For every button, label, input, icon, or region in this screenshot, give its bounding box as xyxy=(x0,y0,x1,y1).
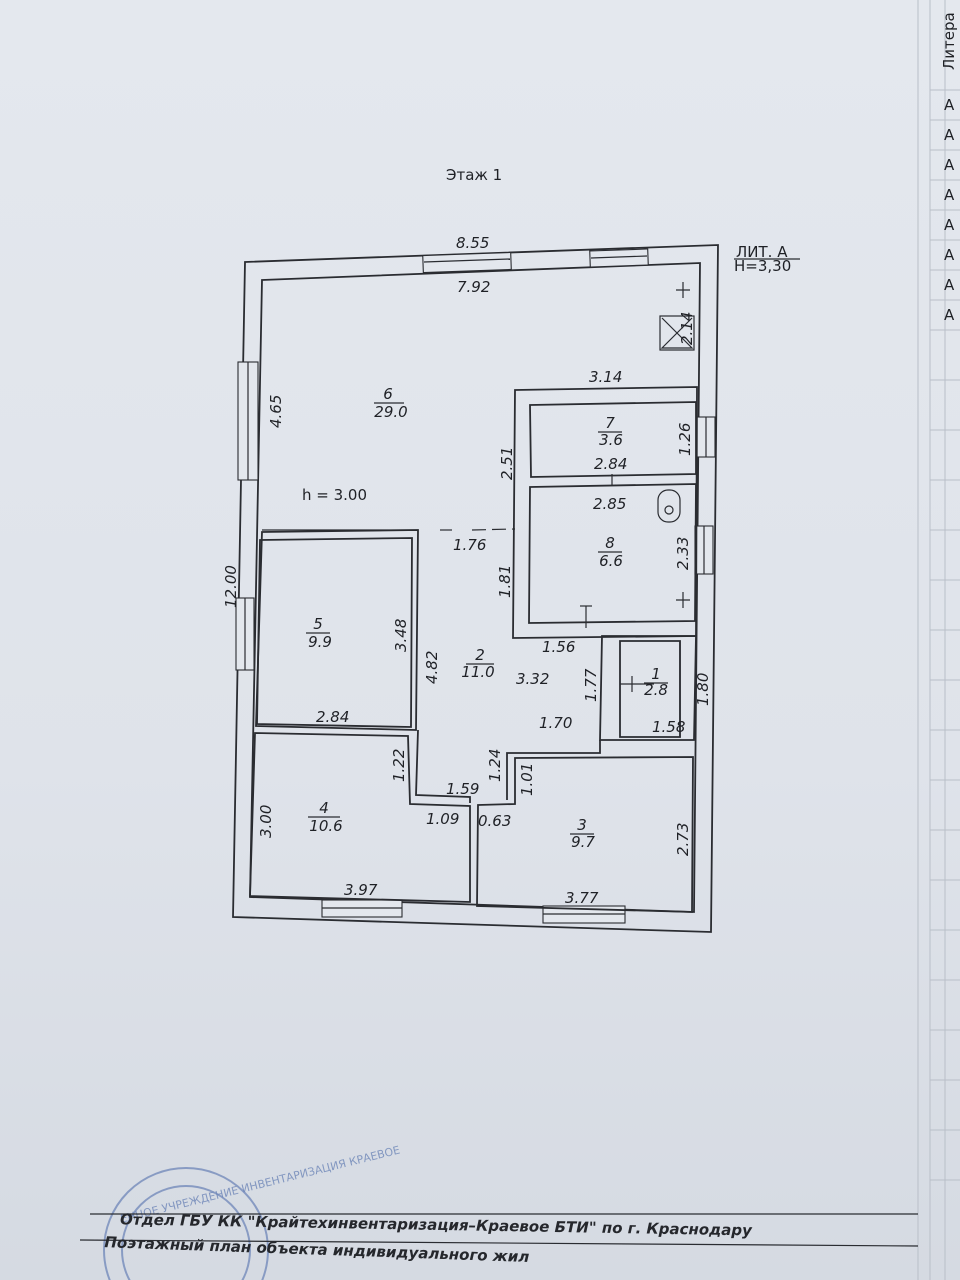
room-area: 9.7 xyxy=(571,833,595,851)
dim-niche-b: 0.63 xyxy=(478,812,511,830)
room-area: 2.8 xyxy=(644,681,668,699)
margin-letter: А xyxy=(944,216,955,234)
dim-room3-side: 2.73 xyxy=(674,823,692,856)
margin-letter: А xyxy=(944,186,955,204)
margin-letter: А xyxy=(944,246,955,264)
dim-room1-right: 1.80 xyxy=(694,673,712,706)
dim-room8-left: 1.81 xyxy=(496,565,514,598)
dim-room1-side: 1.77 xyxy=(582,668,600,702)
footer-block: Отдел ГБУ КК "Крайтехинвентаризация–Крае… xyxy=(79,1210,919,1266)
dim-corridor-top: 1.76 xyxy=(453,536,486,554)
room-area: 3.6 xyxy=(599,431,623,449)
dim-room8-side: 2.33 xyxy=(674,537,692,570)
dim-room1-bottom: 1.58 xyxy=(652,718,685,736)
room-number: 5 xyxy=(313,615,323,633)
dim-corridor-side: 4.82 xyxy=(423,651,441,684)
outer-walls xyxy=(232,244,719,933)
stair-symbol xyxy=(659,315,695,351)
room-area: 6.6 xyxy=(599,552,623,570)
dim-room6-top: 7.92 xyxy=(457,278,490,296)
dim-stair: 2.14 xyxy=(678,312,696,345)
interior-walls xyxy=(249,386,698,913)
dim-corridor-bottom: 1.59 xyxy=(446,780,479,798)
footer-office: Отдел ГБУ КК "Крайтехинвентаризация–Крае… xyxy=(120,1210,753,1239)
margin-letter: А xyxy=(944,126,955,144)
dim-room7-bottom: 2.84 xyxy=(594,455,627,473)
dim-corridor-step: 1.24 xyxy=(486,749,504,782)
dim-room3-bottom: 3.77 xyxy=(565,889,599,907)
room-number: 4 xyxy=(319,799,329,817)
window-top-right xyxy=(589,248,649,268)
dim-room6-left: 4.65 xyxy=(267,395,285,428)
toilet-icon xyxy=(657,489,681,523)
dim-outer-height: 12.00 xyxy=(222,565,240,608)
fixtures xyxy=(580,282,690,692)
dim-room5-side: 3.48 xyxy=(392,619,410,652)
room-number: 2 xyxy=(475,646,485,664)
dim-room8-top: 2.85 xyxy=(593,495,626,513)
room-number: 3 xyxy=(577,816,587,834)
margin-letter: А xyxy=(944,276,955,294)
margin-letter: А xyxy=(944,306,955,324)
margin-letter: А xyxy=(944,156,955,174)
room-number: 8 xyxy=(605,534,615,552)
liter-height: H=3,30 xyxy=(734,257,791,275)
dim-room7-top: 3.14 xyxy=(589,368,622,386)
dimension-labels: 8.55 7.92 12.00 4.65 2.14 3.14 2.84 1.26… xyxy=(222,234,712,907)
dim-corridor-low: 1.70 xyxy=(539,714,572,732)
room-number: 6 xyxy=(383,385,393,403)
dim-room4-bottom: 3.97 xyxy=(344,881,378,899)
liter-name: ЛИТ. А xyxy=(736,243,788,261)
room-number: 7 xyxy=(605,414,615,432)
room-area: 9.9 xyxy=(308,633,332,651)
dim-room7-side: 1.26 xyxy=(676,423,694,456)
room-area: 29.0 xyxy=(374,403,407,421)
dim-block-side: 2.51 xyxy=(498,447,516,480)
room-number: 1 xyxy=(651,665,661,683)
dim-niche-a: 1.09 xyxy=(426,810,459,828)
dim-room3-side-top: 1.01 xyxy=(518,763,536,796)
room-area: 10.6 xyxy=(309,817,342,835)
dim-room4-side-top: 1.22 xyxy=(390,749,408,782)
windows xyxy=(235,248,716,924)
footer-title: Поэтажный план объекта индивидуального ж… xyxy=(104,1233,529,1266)
dim-room4-side: 3.00 xyxy=(257,805,275,838)
margin-header: Литера xyxy=(940,12,958,70)
dim-corridor-mid: 1.56 xyxy=(542,638,575,656)
room-labels: 6 29.0 7 3.6 8 6.6 5 9.9 2 11.0 1 2.8 4 … xyxy=(302,385,668,851)
floor-title: Этаж 1 xyxy=(446,166,502,184)
window-top-left xyxy=(422,251,512,274)
dim-corridor-width: 3.32 xyxy=(516,670,549,688)
room-area: 11.0 xyxy=(461,663,494,681)
ceiling-height: h = 3.00 xyxy=(302,486,367,504)
dim-outer-width: 8.55 xyxy=(456,234,489,252)
margin-letter: А xyxy=(944,96,955,114)
margin-table: Литера А А А А А А А А xyxy=(917,0,960,1280)
dim-room5-bottom: 2.84 xyxy=(316,708,349,726)
